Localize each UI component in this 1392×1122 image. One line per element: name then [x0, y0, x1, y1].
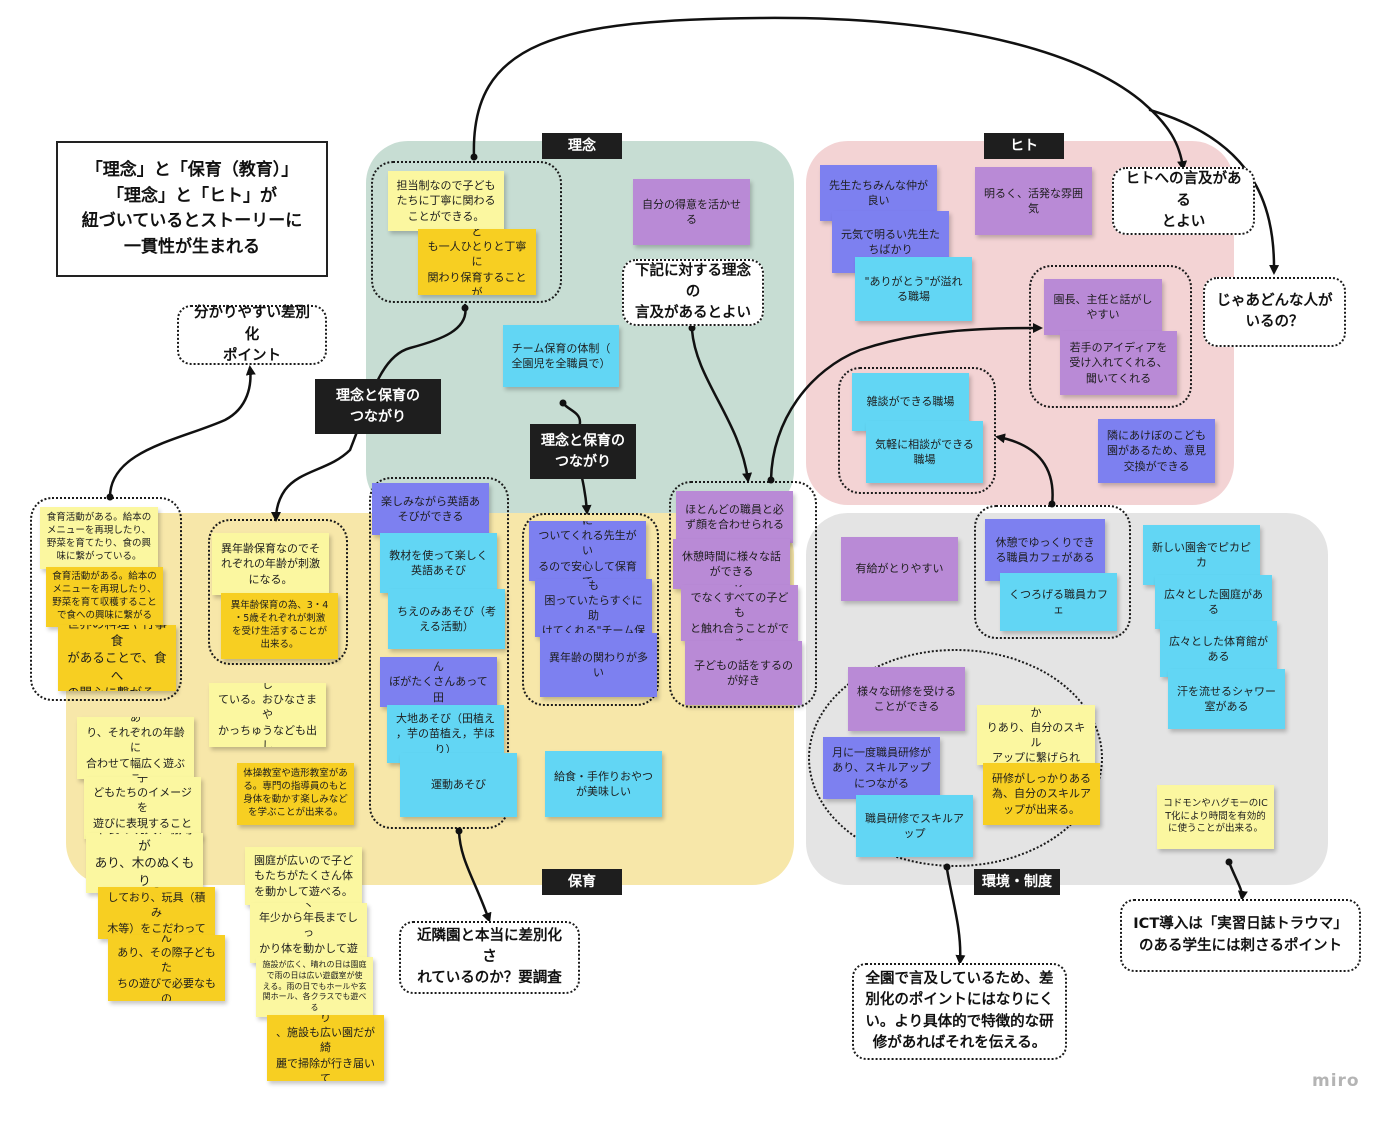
connector-eigo-kinrin [457, 829, 492, 923]
connector-shokuin-hanashi [769, 323, 1043, 482]
callout-sabetsuka[interactable]: 分かりやすい差別化 ポイント [177, 305, 327, 365]
sticky-shokuiku-1[interactable]: 食育活動がある。給本の メニューを再現したり、 野菜を育てたり、食の興 味に繋が… [40, 507, 158, 569]
sticky-tsuneni[interactable]: 常に新しい玩具を用意 しており、玩具（積み 木等）をこだわって使 用している [98, 887, 215, 939]
sticky-tonari[interactable]: 隣にあけぼのこども 園があるため、意見 交換ができる [1098, 419, 1215, 483]
sticky-tsumiki[interactable]: 積み木の種類が多くあ り、それぞれの年齢に 合わせて幅広く遊ぶこ とができる。 [77, 717, 194, 779]
connector-shokuiku-sabetsuka [108, 365, 256, 499]
sticky-wakate[interactable]: 若手のアイディアを 受け入れてくれる、 聞いてくれる [1060, 331, 1177, 395]
sticky-kigaru[interactable]: 気軽に相談ができる 職場 [866, 421, 983, 483]
sticky-hoka[interactable]: 他のクラスの先生方も 困っていたらすぐに助 けてくれる"チーム保育" [535, 579, 652, 637]
connector-kaki-shokuin [690, 328, 753, 483]
sticky-kisetsu[interactable]: 季節の行事を大切にし ている。おひなさまや かっちゅうなども出し ている。 [209, 683, 326, 747]
sticky-hotondo[interactable]: ほとんどの職員と必 ず顔を合わせられる [676, 491, 793, 543]
sticky-shokuiku-2[interactable]: 食育活動がある。給本の メニューを再現したり、 野菜を育て収穫すること で食への… [46, 567, 163, 627]
sticky-kyuushoku[interactable]: 給食・手作りおやつ が美味しい [545, 751, 662, 817]
sticky-kyouzai[interactable]: 教材を使って楽しく 英語あそび [380, 533, 497, 593]
sticky-inenrei-1[interactable]: 異年齢保育なのでそ れぞれの年齢が刺激 になる。 [212, 533, 329, 595]
sticky-shisetsu[interactable]: 施設が広く、晴れの日は園庭 で雨の日は広い遊戯室が使 える。雨の日でもホールや玄… [256, 957, 373, 1017]
sticky-enchou[interactable]: 園長、主任と話がし やすい [1044, 279, 1162, 335]
sticky-shizen[interactable]: 自然が豊かで畑や田ん ぼがたくさんあって田 植えが経験できる [380, 657, 497, 707]
group-shokuiku [30, 497, 182, 701]
sticky-jibun[interactable]: 自分の得意を活かせ る [633, 179, 750, 245]
sticky-inenrei-3[interactable]: 異年齢の関わりが多 い [540, 633, 657, 697]
sticky-yuukyuu[interactable]: 有給がとりやすい [841, 537, 958, 601]
sticky-tezukuri-2[interactable]: 手作り玩具がたくさん あり、その際子どもた ちの遊びで必要なもの を用意出来る。 [108, 935, 225, 1001]
sticky-teien-1[interactable]: 園庭が広いので子ど もたちがたくさん体 を動かして遊べる。 [245, 847, 362, 905]
sticky-tantou-2[interactable]: 担当制保育なので子ど も一人ひとりと丁寧に 関わり保育することが 出来る。 [418, 229, 536, 295]
miro-watermark: miro [1312, 1071, 1360, 1091]
sticky-ukemochi[interactable]: 受け持ちのクラスだけ でなくすべての子ども と触れ合うことができ る [681, 585, 798, 641]
black-note-tsunagari-1[interactable]: 理念と保育の つながり [315, 379, 441, 434]
connector-codomon-ict [1227, 860, 1248, 901]
sticky-shokuin[interactable]: 職員研修でスキルア ップ [856, 795, 973, 857]
sticky-samazama[interactable]: 様々な研修を受ける ことができる [848, 667, 965, 731]
sticky-kenshu[interactable]: 研修がしっかりある 為、自分のスキルア ップが出来る。 [983, 763, 1100, 825]
callout-kinrin[interactable]: 近隣園と本当に差別化さ れているのか？要調査 [399, 921, 580, 994]
sticky-cafe-2[interactable]: くつろげる職員カフ ェ [1000, 573, 1117, 631]
callout-zenen[interactable]: 全園で言及しているため、差 別化のポイントにはなりにく い。より具体的で特徴的な… [852, 963, 1067, 1060]
sticky-rekishi[interactable]: 40年以上の歴史があり 、施設も広い園だが綺 麗で掃除が行き届いて いる。 [267, 1015, 384, 1081]
sticky-arigatou[interactable]: "ありがとう"が溢れ る職場 [855, 257, 972, 321]
connector-kenshu-zenen [945, 867, 966, 965]
region-label-kankyo: 環境・制度 [974, 869, 1060, 895]
region-label-rinen: 理念 [542, 133, 622, 159]
connector-rinen-hito [472, 16, 1188, 171]
region-label-hoiku: 保育 [542, 869, 622, 895]
sticky-chie[interactable]: ちえのみあそび（考 える活動） [388, 589, 505, 649]
group-hanashi [1029, 265, 1192, 408]
sticky-tsuki[interactable]: 月に一度職員研修が あり、スキルアップ につながる [823, 737, 940, 799]
group-tantousei [371, 161, 562, 303]
sticky-teien-2[interactable]: 広々とした園庭があ る [1155, 575, 1272, 629]
sticky-undou[interactable]: 運動あそび [400, 753, 517, 817]
sticky-inenrei-2[interactable]: 異年齢保育の為、3・4 ・5歳それぞれが刺激 を受け生活することが 出来る。 [221, 593, 338, 659]
sticky-team[interactable]: チーム保育の体制（ 全園児を全職員で） [503, 325, 619, 387]
sticky-codomon[interactable]: コドモンやハグモーのIC T化により時間を有効的 に使うことが出来る。 [1157, 785, 1274, 849]
group-soudan [838, 367, 996, 494]
sticky-kyuukei[interactable]: 休憩時間に様々な話 ができる [673, 539, 790, 589]
callout-jaa[interactable]: じゃあどんな人が いるの？ [1203, 277, 1346, 347]
group-eigo [369, 477, 509, 829]
connector-tantou-inenrei [271, 303, 467, 522]
sticky-tannin[interactable]: 担任とは別にクラスに ついてくれる先生がい るので安心して保育で きる [529, 521, 646, 581]
connector-cafe-soudan [995, 433, 1054, 507]
sticky-sekai[interactable]: 世界の料理や行事食 があることで、食へ の関心に繋がる。 [58, 625, 176, 691]
sticky-akaruku[interactable]: 明るく、活発な雰囲 気 [975, 167, 1092, 235]
sticky-cafe-1[interactable]: 休憩でゆっくりでき る職員カフェがある [985, 519, 1105, 581]
black-note-tsunagari-2[interactable]: 理念と保育の つながり [530, 424, 636, 479]
sticky-tantou-1[interactable]: 担当制なので子ども たちに丁寧に関わる ことができる。 [388, 171, 504, 231]
sticky-taiikukan[interactable]: 広々とした体育館が ある [1160, 621, 1277, 677]
callout-hito-genkyu[interactable]: ヒトへの言及がある とよい [1112, 167, 1255, 235]
sticky-shower[interactable]: 汗を流せるシャワー 室がある [1168, 669, 1285, 729]
group-kenshu [808, 649, 1103, 867]
sticky-eigo[interactable]: 楽しみながら英語あ そびができる [372, 483, 489, 535]
title-box: 「理念」と「保育（教育）」 「理念」と「ヒト」が 紐づいているとストーリーに 一… [56, 141, 328, 277]
callout-kaki[interactable]: 下記に対する理念の 言及があるとよい [622, 259, 764, 326]
sticky-ennaigai[interactable]: 園内外の研修がしっか りあり、自分のスキル アップに繋げられる。 [977, 705, 1095, 765]
callout-ict[interactable]: ICT導入は「実習日誌トラウマ」 のある学生には刺さるポイント [1120, 899, 1361, 972]
sticky-kodomo[interactable]: 子どもの話をするの が好き [685, 641, 802, 705]
sticky-athletic[interactable]: アスレチックが大きく 年少から年長までしっ かり体を動かして遊ぶ ことが出来る。 [250, 903, 367, 963]
sticky-taisou[interactable]: 体操教室や造形教室があ る。専門の指導員のもと 身体を動かす楽しみなど を学ぶこ… [237, 763, 354, 825]
region-label-hito: ヒト [984, 133, 1064, 159]
